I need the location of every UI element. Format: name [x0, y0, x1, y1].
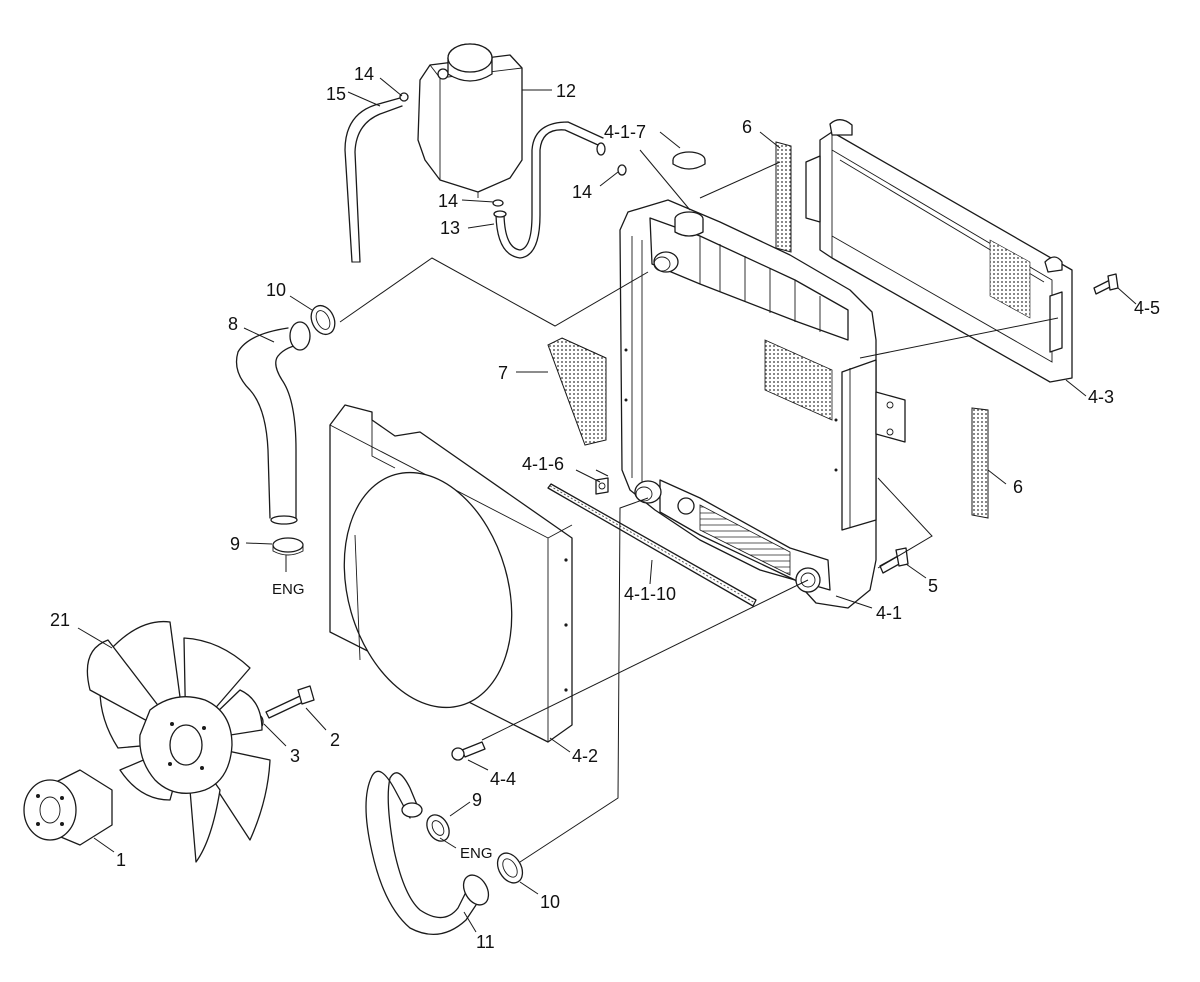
label-10-upper: 10 — [266, 280, 286, 300]
upper-radiator-hose — [235, 321, 311, 525]
label-4-3: 4-3 — [1088, 387, 1114, 407]
label-4-1-7: 4-1-7 — [604, 122, 646, 142]
label-4-1-6: 4-1-6 — [522, 454, 564, 474]
hose-clamp-engine-upper — [272, 537, 304, 556]
assembly-lines — [77, 77, 1137, 933]
label-10-lower: 10 — [540, 892, 560, 912]
label-11: 11 — [476, 932, 495, 952]
label-9-lower: 9 — [472, 790, 482, 810]
label-15: 15 — [326, 84, 346, 104]
label-12: 12 — [556, 81, 576, 101]
lower-radiator-hose — [365, 770, 490, 935]
hose-clamp-engine-lower — [426, 814, 450, 842]
label-5: 5 — [928, 576, 938, 596]
label-14-hose: 14 — [572, 182, 592, 202]
label-14-upper: 14 — [354, 64, 374, 84]
label-14-lower: 14 — [438, 191, 458, 211]
label-9-upper: 9 — [230, 534, 240, 554]
label-2: 2 — [330, 730, 340, 750]
label-13: 13 — [440, 218, 460, 238]
part-labels: 14 15 12 4-1-7 6 14 14 13 10 8 4-5 7 4-3… — [50, 64, 1160, 952]
hose-clamp-upper — [310, 304, 336, 336]
radiator-core — [619, 199, 877, 609]
seal-strip-bottom — [971, 407, 989, 519]
label-4-1-10: 4-1-10 — [624, 584, 676, 604]
label-4-1: 4-1 — [876, 603, 902, 623]
label-8: 8 — [228, 314, 238, 334]
bolt-2 — [265, 685, 315, 719]
rubber-strip — [547, 483, 757, 607]
label-4-5: 4-5 — [1134, 298, 1160, 318]
label-7: 7 — [498, 363, 508, 383]
hose-clamp-lower — [496, 852, 524, 884]
bolt-4-5 — [1093, 273, 1119, 295]
radiator-cap — [672, 151, 706, 170]
fan-shroud — [329, 404, 573, 743]
foam-pad — [547, 337, 607, 446]
reservoir-tank — [417, 43, 523, 207]
bolt-5 — [879, 547, 909, 574]
bolt-4-4 — [451, 741, 486, 761]
connecting-hose — [493, 121, 627, 259]
cooling-fan — [86, 620, 271, 863]
label-3: 3 — [290, 746, 300, 766]
label-1: 1 — [116, 850, 126, 870]
fan-spacer — [23, 769, 113, 846]
mounting-bracket — [875, 391, 906, 443]
label-4-2: 4-2 — [572, 746, 598, 766]
seal-strip-top — [775, 141, 792, 253]
label-eng-lower: ENG — [460, 845, 493, 862]
label-6-bottom: 6 — [1013, 477, 1023, 497]
oil-cooler — [805, 119, 1073, 383]
overflow-hose — [344, 92, 409, 263]
label-21: 21 — [50, 610, 70, 630]
label-4-4: 4-4 — [490, 769, 516, 789]
label-eng-upper: ENG — [272, 581, 305, 598]
label-6-top: 6 — [742, 117, 752, 137]
